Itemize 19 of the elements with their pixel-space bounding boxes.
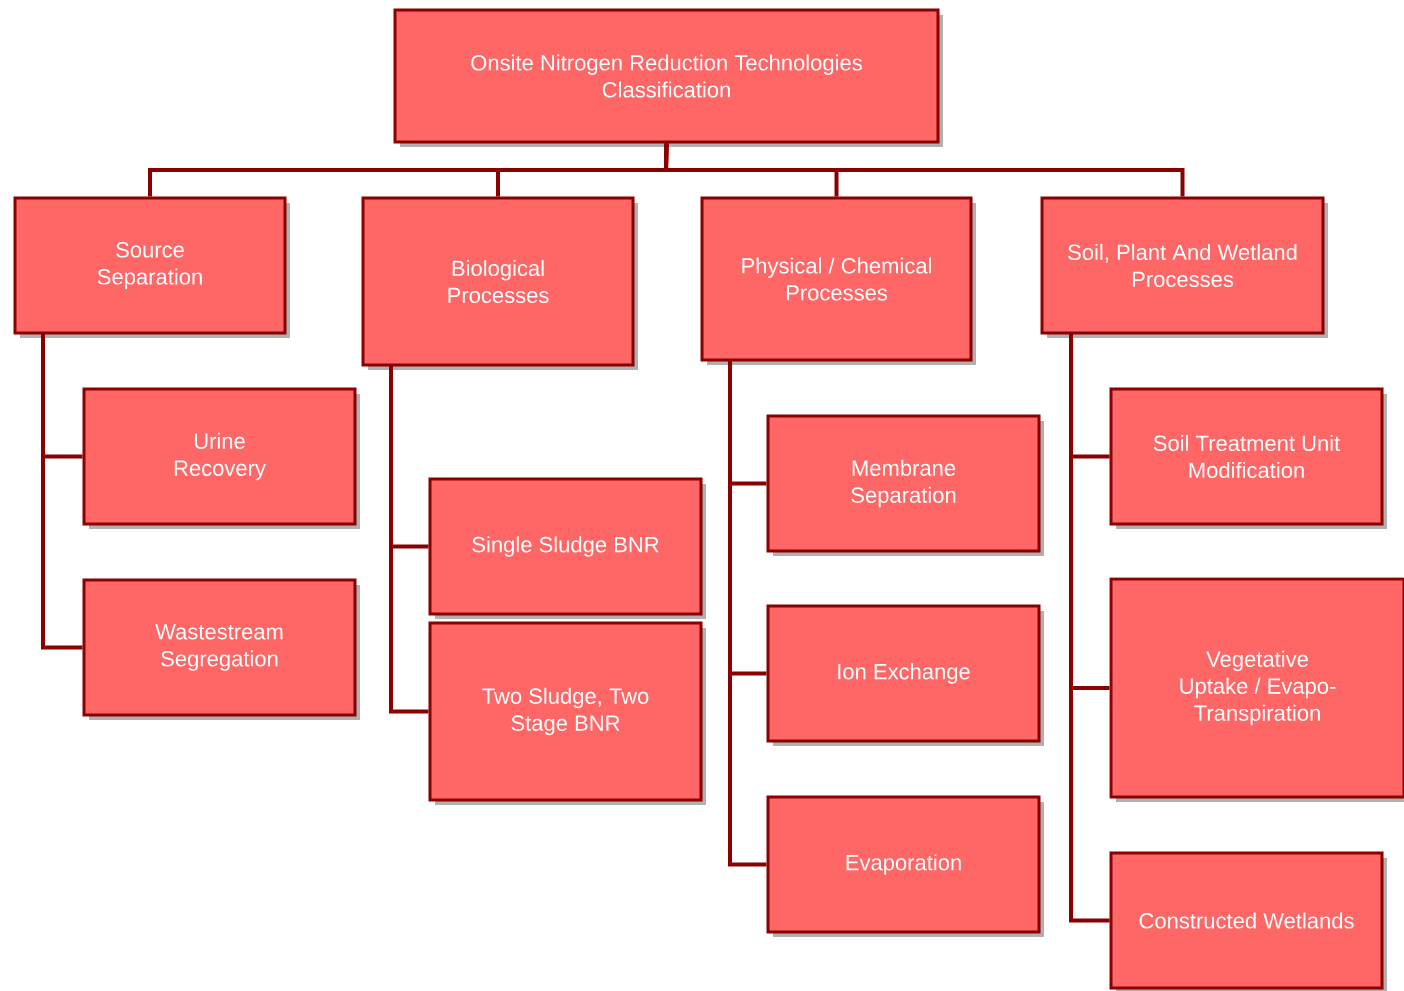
category-box: Onsite Nitrogen Reduction Technologies Classification [393,8,943,147]
category-box: Membrane Separation [766,414,1044,556]
category-box: Source Separation [13,196,290,338]
category-box: Vegetative Uptake / Evapo- Transpiration [1109,577,1404,802]
category-box: Soil Treatment Unit Modification [1109,387,1387,529]
connector-line [728,360,767,867]
category-box: Constructed Wetlands [1109,851,1387,991]
connector-line [41,333,83,650]
category-box: Two Sludge, Two Stage BNR [428,621,706,805]
category-box: Single Sludge BNR [428,477,706,619]
category-box: Physical / Chemical Processes [700,196,976,365]
category-box: Ion Exchange [766,604,1044,746]
category-box: Soil, Plant And Wetland Processes [1040,196,1328,338]
category-box: Evaporation [766,795,1044,937]
category-box: Urine Recovery [82,387,360,529]
connector-line [389,365,429,714]
category-box: Wastestream Segregation [82,578,360,720]
category-box: Biological Processes [361,196,638,370]
connector-line [663,143,1185,197]
